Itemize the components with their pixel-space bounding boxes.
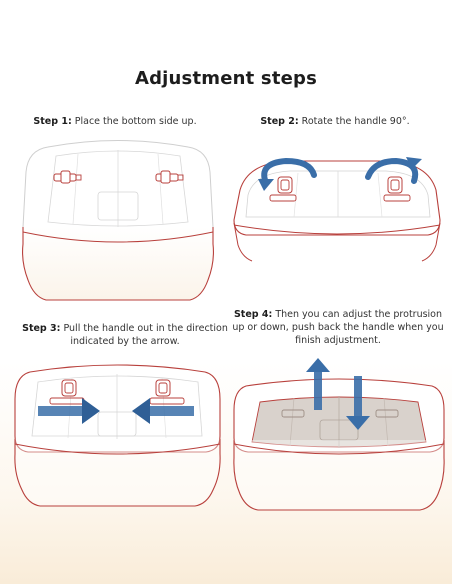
step-2-label: Step 2: [260,116,299,127]
rotate-arrow-left-icon [258,157,317,191]
step-2-text: Rotate the handle 90°. [298,116,410,127]
step-3-text: Pull the handle out in the direction ind… [60,323,228,347]
step-4-caption: Step 4: Then you can adjust the protrusi… [232,308,444,347]
handle-right-icon [155,170,184,184]
pull-arrow-left-icon [38,398,100,424]
step-3-caption: Step 3: Pull the handle out in the direc… [20,322,230,348]
step-2-caption: Step 2: Rotate the handle 90°. [235,115,435,128]
step-3-label: Step 3: [22,323,61,334]
step-2-illustration [228,135,446,270]
handle-left-icon [53,170,82,184]
step-1-illustration [18,132,218,317]
step-3-illustration [10,354,225,514]
step-4-text: Then you can adjust the protrusion up or… [232,309,444,346]
down-arrow-icon [346,376,370,430]
step-1-label: Step 1: [33,116,72,127]
step-1-caption: Step 1: Place the bottom side up. [20,115,210,128]
pull-arrow-right-icon [132,398,194,424]
step-4-illustration [230,358,448,518]
up-arrow-icon [306,358,330,410]
step-4-label: Step 4: [233,309,273,320]
step-1-text: Place the bottom side up. [71,116,197,127]
rotate-arrow-right-icon [365,157,422,184]
page-title: Adjustment steps [134,68,318,89]
